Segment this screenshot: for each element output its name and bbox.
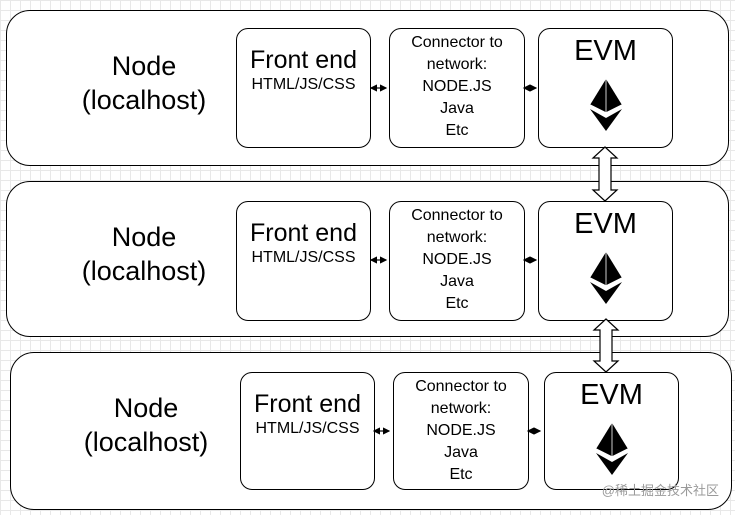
connector-line: Java: [440, 273, 474, 290]
connector-line: network:: [426, 229, 488, 246]
node-subtitle: (localhost): [83, 427, 209, 457]
evm-label: EVM: [580, 379, 643, 411]
frontend-box: Front end HTML/JS/CSS: [236, 201, 371, 321]
ethereum-icon: [589, 79, 622, 131]
watermark: @稀土掘金技术社区: [601, 483, 719, 498]
evm-box: EVM: [538, 28, 673, 148]
evm-label: EVM: [574, 35, 637, 67]
connector-text: Connector to network: NODE.JS Java Etc: [390, 32, 524, 142]
connector-line: Connector to: [411, 34, 503, 51]
frontend-tech: HTML/JS/CSS: [251, 249, 356, 266]
node-title: Node: [113, 393, 179, 423]
frontend-title: Front end: [253, 390, 361, 418]
ethereum-icon: [589, 252, 622, 304]
connector-line: Java: [440, 100, 474, 117]
frontend-title: Front end: [249, 219, 357, 247]
frontend-title: Front end: [249, 46, 357, 74]
connector-line: Etc: [445, 295, 469, 312]
connector-line: NODE.JS: [422, 251, 492, 268]
node-subtitle: (localhost): [81, 256, 207, 286]
node-label: Node (localhost): [49, 220, 239, 288]
evm-link-arrow: [591, 146, 619, 202]
connector-line: Etc: [449, 466, 473, 483]
connector-line: Connector to: [411, 207, 503, 224]
connector-text: Connector to network: NODE.JS Java Etc: [390, 205, 524, 315]
connector-line: Java: [444, 444, 478, 461]
ethereum-icon: [595, 423, 628, 475]
node-subtitle: (localhost): [81, 85, 207, 115]
node-title: Node: [111, 51, 177, 81]
node-label: Node (localhost): [51, 391, 241, 459]
connector-line: NODE.JS: [422, 78, 492, 95]
node-label: Node (localhost): [49, 49, 239, 117]
connector-box: Connector to network: NODE.JS Java Etc: [389, 201, 525, 321]
node-title: Node: [111, 222, 177, 252]
node-container: Node (localhost) Front end HTML/JS/CSS C…: [10, 352, 732, 510]
node-container: Node (localhost) Front end HTML/JS/CSS C…: [6, 181, 729, 337]
evm-box: EVM: [544, 372, 679, 490]
connector-text: Connector to network: NODE.JS Java Etc: [394, 376, 528, 486]
evm-box: EVM: [538, 201, 673, 321]
frontend-tech: HTML/JS/CSS: [255, 420, 360, 437]
connector-box: Connector to network: NODE.JS Java Etc: [393, 372, 529, 490]
frontend-tech: HTML/JS/CSS: [251, 76, 356, 93]
connector-line: network:: [426, 56, 488, 73]
frontend-box: Front end HTML/JS/CSS: [240, 372, 375, 490]
connector-line: Etc: [445, 122, 469, 139]
evm-link-arrow: [592, 318, 620, 373]
connector-line: network:: [430, 400, 492, 417]
connector-line: NODE.JS: [426, 422, 496, 439]
connector-line: Connector to: [415, 378, 507, 395]
evm-label: EVM: [574, 208, 637, 240]
